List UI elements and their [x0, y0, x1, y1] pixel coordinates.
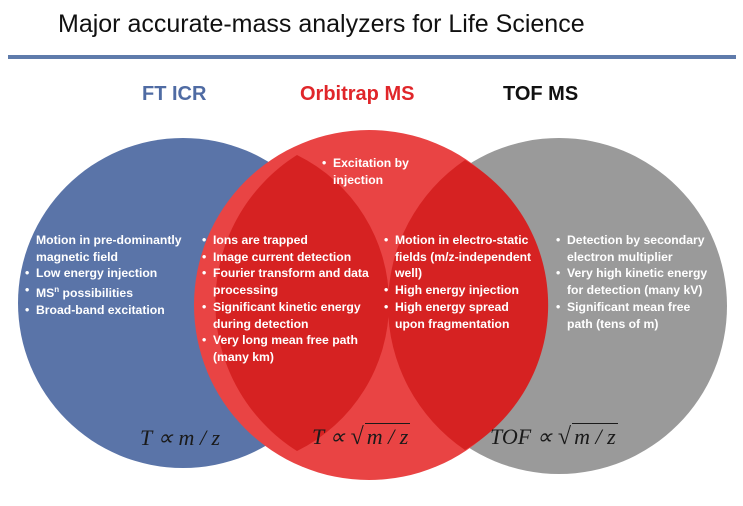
orbitrap-top-list: Excitation by injection	[322, 155, 432, 188]
title-divider	[8, 55, 736, 59]
tof-heading: TOF MS	[503, 83, 579, 105]
list-item: High energy injection	[384, 282, 534, 299]
list-item: Low energy injection	[25, 265, 190, 282]
orbitrap-heading: Orbitrap MS	[300, 83, 415, 105]
msn-superscript: n	[54, 285, 60, 295]
list-item: MSn possibilities	[25, 282, 190, 302]
list-item: Detection by secondary electron multipli…	[556, 232, 711, 265]
list-item: Fourier transform and data processing	[202, 265, 374, 298]
list-item: Ions are trapped	[202, 232, 374, 249]
tof-list: Detection by secondary electron multipli…	[556, 232, 711, 332]
radical-sign-icon: √	[350, 424, 364, 450]
page-title: Major accurate-mass analyzers for Life S…	[58, 10, 585, 38]
list-item: Very high kinetic energy for detection (…	[556, 265, 711, 298]
list-item: Excitation by injection	[322, 155, 432, 188]
list-item: Motion in electro-static fields (m/z-ind…	[384, 232, 534, 282]
ft-icr-formula: T ∝ m / z	[140, 425, 221, 450]
tof-formula-left: TOF ∝	[490, 424, 558, 449]
shared-orbitrap-tof-list: Motion in electro-static fields (m/z-ind…	[384, 232, 534, 332]
list-item: Significant kinetic energy during detect…	[202, 299, 374, 332]
list-item: Image current detection	[202, 249, 374, 266]
ft-icr-heading: FT ICR	[142, 83, 207, 105]
radical-sign-icon: √	[557, 424, 572, 450]
list-item: Significant mean free path (tens of m)	[556, 299, 711, 332]
tof-formula-radicand: m / z	[572, 423, 618, 449]
orbitrap-formula-left: T ∝	[312, 424, 351, 449]
msn-tail: possibilities	[59, 286, 133, 301]
orbitrap-formula-radicand: m / z	[364, 423, 411, 449]
msn-label: MS	[36, 286, 55, 301]
list-item: Very long mean free path (many km)	[202, 332, 374, 365]
ft-icr-list: Motion in pre-dominantly magnetic field …	[25, 232, 190, 319]
list-item: Motion in pre-dominantly magnetic field	[25, 232, 190, 265]
list-item: Broad-band excitation	[25, 302, 190, 319]
tof-formula: TOF ∝ √m / z	[490, 423, 618, 451]
shared-ft-icr-orbitrap-list: Ions are trapped Image current detection…	[202, 232, 374, 366]
orbitrap-formula: T ∝ √m / z	[312, 423, 411, 451]
list-item: High energy spread upon fragmentation	[384, 299, 534, 332]
